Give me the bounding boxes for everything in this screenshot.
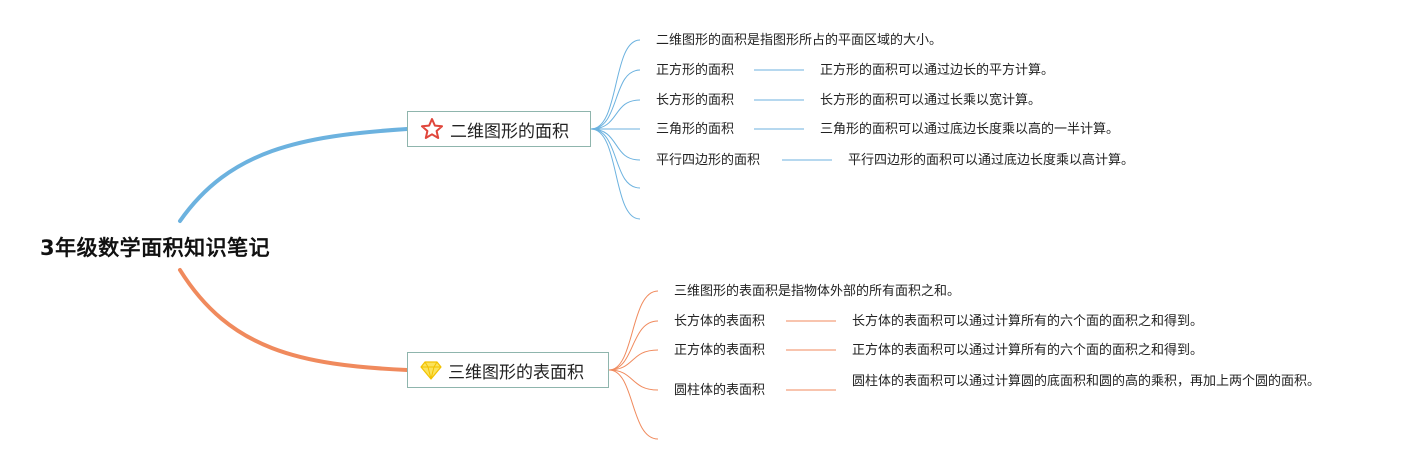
- branch2-fan-line: [608, 369, 659, 391]
- branch1-item-desc[interactable]: 长方形的面积可以通过长乘以宽计算。: [820, 93, 1042, 108]
- root-branch2-line: [178, 268, 409, 372]
- branch2-fan-line: [608, 369, 659, 440]
- branch1-fan-line: [590, 99, 641, 130]
- branch1-item-desc[interactable]: 三角形的面积可以通过底边长度乘以高的一半计算。: [820, 122, 1120, 137]
- branch1-item-name[interactable]: 正方形的面积: [656, 63, 735, 78]
- branch2-item-name[interactable]: 正方体的表面积: [674, 343, 766, 358]
- branch2-item-desc[interactable]: 正方体的表面积可以通过计算所有的六个面的面积之和得到。: [852, 343, 1204, 358]
- root-title[interactable]: 3年级数学面积知识笔记: [40, 236, 271, 260]
- branch1-item-name[interactable]: 长方形的面积: [656, 93, 735, 108]
- branch2-fan-line: [608, 349, 659, 371]
- star-icon: [420, 117, 444, 141]
- diamond-icon: [420, 360, 442, 380]
- branch2-item-desc[interactable]: 圆柱体的表面积可以通过计算圆的底面积和圆的高的乘积，再加上两个圆的面积。: [852, 374, 1321, 389]
- branch1-fan: [590, 39, 832, 220]
- branch1-item-desc[interactable]: 正方形的面积可以通过边长的平方计算。: [820, 63, 1055, 78]
- branch2-item-name[interactable]: 长方体的表面积: [674, 314, 766, 329]
- branch1-fan-line: [590, 128, 641, 220]
- branch1-definition[interactable]: 二维图形的面积是指图形所占的平面区域的大小。: [656, 33, 943, 48]
- branch2-node[interactable]: 三维图形的表面积: [407, 352, 609, 388]
- branch2-fan-line: [608, 320, 659, 371]
- branch1-item-desc[interactable]: 平行四边形的面积可以通过底边长度乘以高计算。: [848, 153, 1135, 168]
- branch2-fan-line: [608, 290, 659, 371]
- branch1-fan-line: [590, 69, 641, 130]
- branch1-item-name[interactable]: 三角形的面积: [656, 122, 735, 137]
- branch1-label: 二维图形的面积: [450, 121, 569, 142]
- branch2-item-desc[interactable]: 长方体的表面积可以通过计算所有的六个面的面积之和得到。: [852, 314, 1204, 329]
- branch2-fan: [608, 290, 836, 440]
- branch1-fan-line: [590, 128, 641, 161]
- branch1-fan-line: [590, 128, 641, 189]
- branch1-item-name[interactable]: 平行四边形的面积: [656, 153, 761, 168]
- branch2-label: 三维图形的表面积: [448, 362, 584, 383]
- branch1-fan-line: [590, 39, 641, 130]
- branch2-definition[interactable]: 三维图形的表面积是指物体外部的所有面积之和。: [674, 284, 961, 299]
- branch2-item-name[interactable]: 圆柱体的表面积: [674, 383, 766, 398]
- branch1-node[interactable]: 二维图形的面积: [407, 111, 591, 147]
- root-branch1-line: [178, 127, 409, 223]
